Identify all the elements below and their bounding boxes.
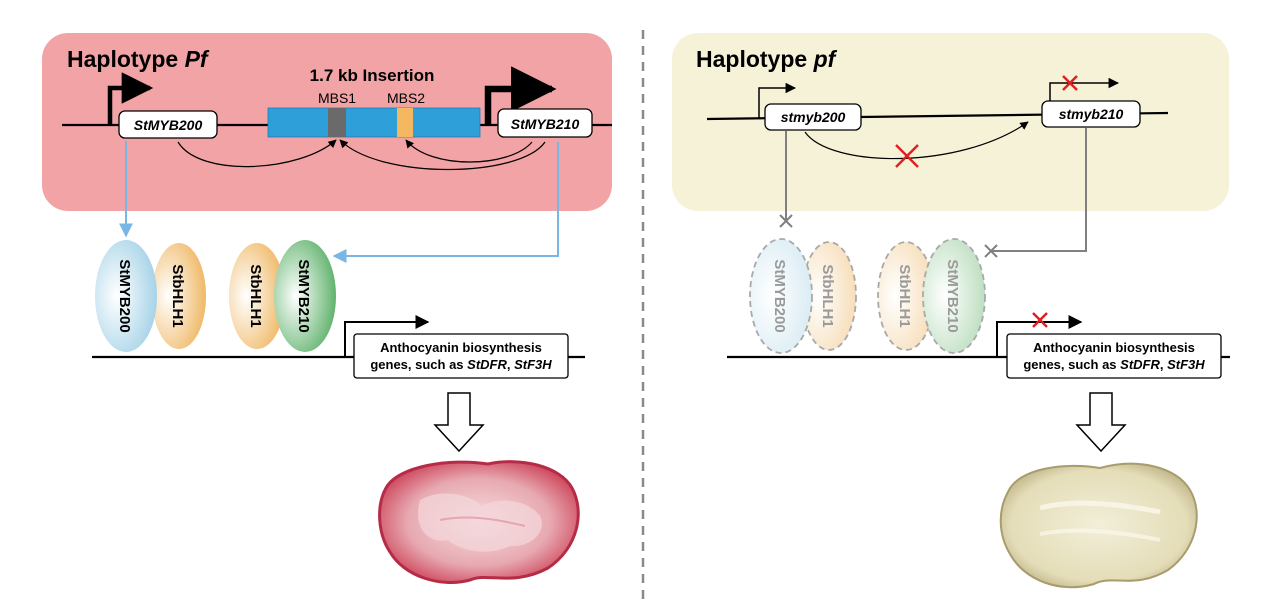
stmyb200-null-gene-label: stmyb200	[781, 109, 846, 125]
blocked-activation-arc	[804, 121, 1029, 160]
stmyb200-gene-label: StMYB200	[134, 117, 203, 133]
stmyb210-binding-arc-mbs1	[339, 139, 546, 171]
right-target-line1: Anthocyanin biosynthesis	[1033, 340, 1195, 355]
tf-stbhlh1-right-b-label: StbHLH1	[896, 264, 913, 327]
tf-stmyb210-label: StMYB210	[295, 259, 312, 332]
right-panel: Haplotype pf stmyb200 stmyb210 StM	[672, 33, 1230, 589]
left-target-gene-box	[353, 333, 569, 379]
red-tuber-image	[378, 460, 580, 584]
stmyb210-block-cross-icon	[984, 244, 998, 258]
right-result-arrow	[1075, 392, 1127, 453]
tf-stmyb210-faded-label: StMYB210	[944, 259, 961, 332]
activation-cross-icon	[895, 144, 919, 168]
left-panel-title: Haplotype Pf	[67, 46, 210, 72]
left-target-line1: Anthocyanin biosynthesis	[380, 340, 542, 355]
right-panel-background	[672, 33, 1229, 211]
stmyb210-null-gene-box	[1041, 100, 1141, 128]
tf-stmyb200-faded-label: StMYB200	[771, 259, 788, 332]
stmyb200-null-gene-box	[764, 103, 862, 131]
tf-stmyb210	[274, 240, 336, 352]
right-target-promoter-arrow	[996, 315, 1083, 357]
left-target-promoter-arrow	[344, 315, 430, 357]
right-panel-title: Haplotype pf	[696, 46, 838, 72]
right-target-line2: genes, such as StDFR, StF3H	[1023, 357, 1205, 372]
left-panel: Haplotype Pf 1.7 kb Insertion MBS1 MBS2 …	[42, 33, 612, 584]
stmyb200-binding-arc	[177, 139, 337, 168]
insertion-label: 1.7 kb Insertion	[310, 66, 435, 85]
mbs1-label: MBS1	[318, 90, 356, 106]
stmyb200-promoter-arrow	[107, 72, 154, 125]
stmyb210-blocked-line	[990, 128, 1087, 252]
stmyb200-gene-box	[118, 110, 218, 139]
insertion-block	[267, 107, 481, 138]
stmyb210-binding-arc-mbs2	[405, 139, 533, 163]
tf-stmyb200-faded	[749, 238, 813, 354]
tf-stmyb200-label: StMYB200	[116, 259, 133, 332]
mbs1-site	[328, 108, 346, 137]
stmyb210-gene-label: StMYB210	[511, 116, 580, 132]
tf-stmyb210-faded	[922, 238, 986, 354]
tf-stbhlh1-left-a	[152, 243, 206, 349]
tf-stbhlh1-left-b-label: StbHLH1	[247, 264, 264, 327]
mbs2-label: MBS2	[387, 90, 425, 106]
tf-stbhlh1-left-b	[229, 243, 285, 349]
target-promoter-cross-icon	[1032, 312, 1048, 328]
stmyb210-expression-arrow	[332, 142, 559, 263]
tf-stbhlh1-right-a-label: StbHLH1	[819, 264, 836, 327]
white-tuber-image	[999, 462, 1198, 589]
stmyb210-promoter-arrow	[484, 66, 557, 125]
stmyb210-null-gene-label: stmyb210	[1059, 106, 1124, 122]
tf-stbhlh1-left-a-label: StbHLH1	[169, 264, 186, 327]
mbs2-site	[397, 108, 413, 137]
stmyb200-block-cross-icon	[779, 214, 793, 228]
left-result-arrow	[433, 392, 485, 453]
stmyb200-null-promoter-arrow	[758, 82, 797, 118]
stmyb210-gene-box	[497, 108, 593, 138]
tf-stmyb200	[95, 240, 157, 352]
left-target-line2: genes, such as StDFR, StF3H	[370, 357, 552, 372]
right-target-gene-box	[1006, 333, 1222, 379]
stmyb210-promoter-cross-icon	[1062, 75, 1078, 91]
